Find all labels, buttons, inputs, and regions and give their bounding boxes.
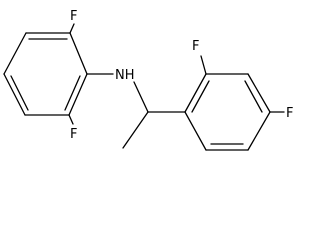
right-benzene-ring bbox=[184, 73, 271, 151]
bond bbox=[200, 55, 207, 75]
bond bbox=[184, 73, 207, 113]
fluorine-top-left: F bbox=[70, 9, 77, 24]
left-benzene-ring bbox=[3, 32, 88, 116]
double-bond-inner bbox=[244, 80, 263, 113]
molecule-diagram: F F NH F F bbox=[3, 9, 293, 151]
double-bond-inner bbox=[64, 75, 81, 111]
bond bbox=[247, 111, 271, 151]
bond bbox=[69, 23, 75, 34]
double-bond-inner bbox=[191, 80, 210, 113]
bond bbox=[133, 81, 149, 113]
methyl-bond bbox=[122, 111, 149, 149]
bond bbox=[3, 73, 26, 116]
bond bbox=[247, 73, 271, 113]
bond bbox=[69, 32, 88, 75]
amine-nh-label: NH bbox=[115, 68, 135, 83]
bond bbox=[184, 111, 207, 151]
double-bond-inner bbox=[10, 75, 29, 111]
fluorine-ortho-right: F bbox=[192, 39, 199, 54]
fluorine-bottom-left: F bbox=[70, 127, 77, 142]
bond bbox=[3, 32, 27, 75]
bond bbox=[68, 73, 88, 116]
bond bbox=[68, 114, 74, 125]
fluorine-para-right: F bbox=[286, 106, 293, 121]
